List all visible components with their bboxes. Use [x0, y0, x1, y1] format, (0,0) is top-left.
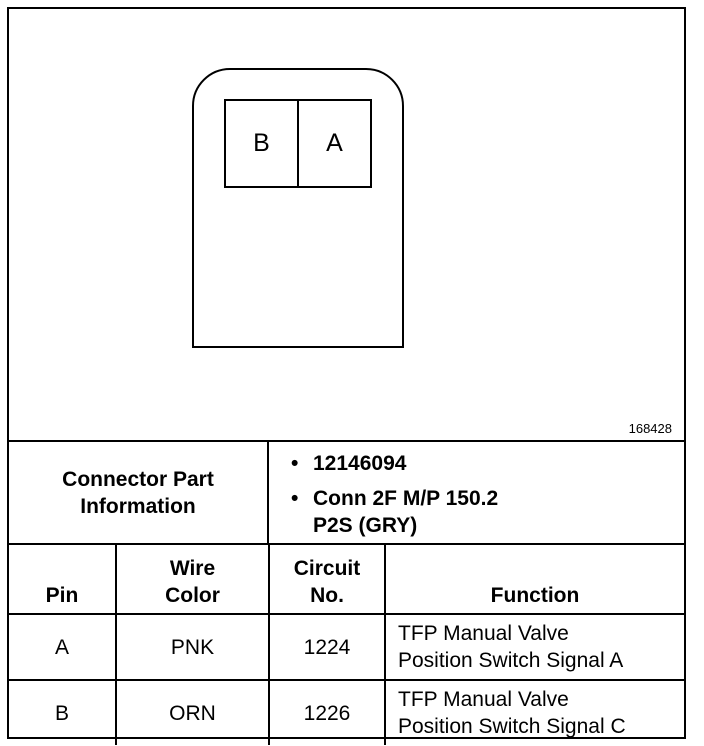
- cell-function: TFP Manual Valve Position Switch Signal …: [384, 613, 684, 681]
- cell-wire-color: ORN: [115, 679, 270, 745]
- cell-wire-color: PNK: [115, 613, 270, 681]
- figure-id: 168428: [628, 421, 672, 436]
- header-circuit-no: Circuit No.: [268, 545, 386, 615]
- table-header-row: Pin Wire Color Circuit No. Function: [9, 545, 684, 615]
- header-wire-color: Wire Color: [115, 545, 270, 615]
- cell-circuit: 1226: [268, 679, 386, 745]
- table-row: A PNK 1224 TFP Manual Valve Position Swi…: [9, 613, 684, 681]
- info-item-line2: P2S (GRY): [313, 514, 418, 537]
- cell-pin: B: [9, 679, 117, 745]
- bullet-icon: •: [291, 487, 299, 510]
- cavity-b-label: B: [253, 129, 270, 157]
- connector-diagram: B A 168428: [9, 9, 684, 442]
- info-item-part-number: • 12146094: [291, 450, 684, 477]
- info-label-line2: Information: [80, 494, 196, 518]
- table-row: B ORN 1226 TFP Manual Valve Position Swi…: [9, 679, 684, 745]
- connector-sheet: B A 168428 Connector Part Information • …: [7, 7, 686, 745]
- cavity-a-label: A: [326, 129, 343, 157]
- header-function: Function: [384, 545, 684, 615]
- info-item-line1: 12146094: [313, 452, 407, 475]
- pin-table: Pin Wire Color Circuit No. Function A PN…: [9, 545, 684, 745]
- connector-info-row: Connector Part Information • 12146094 • …: [9, 442, 684, 545]
- connector-body: B A: [192, 68, 404, 348]
- info-label-line1: Connector Part: [62, 467, 214, 491]
- info-item-connector: • Conn 2F M/P 150.2 P2S (GRY): [291, 485, 684, 539]
- header-pin: Pin: [9, 545, 117, 615]
- cell-pin: A: [9, 613, 117, 681]
- cavity-b: B: [224, 99, 299, 188]
- cell-circuit: 1224: [268, 613, 386, 681]
- connector-info-list: • 12146094 • Conn 2F M/P 150.2 P2S (GRY): [269, 442, 684, 543]
- connector-info-label: Connector Part Information: [9, 442, 269, 543]
- cell-function: TFP Manual Valve Position Switch Signal …: [384, 679, 684, 745]
- info-item-line1: Conn 2F M/P 150.2: [313, 487, 499, 510]
- bullet-icon: •: [291, 452, 299, 475]
- cavity-a: A: [297, 99, 372, 188]
